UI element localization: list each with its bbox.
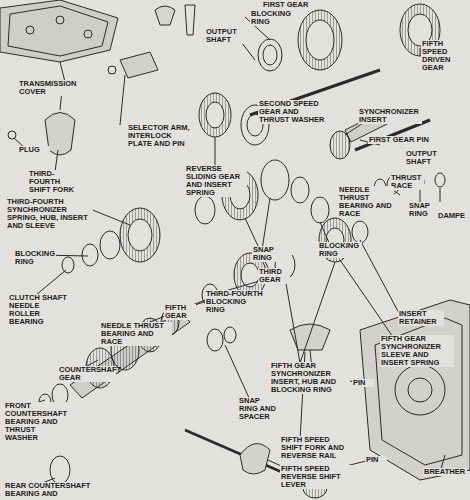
part-label: FIFTH SPEED REVERSE SHIFT LEVER — [280, 465, 352, 489]
part-label: OUTPUT SHAFT — [405, 150, 447, 166]
part-label: PLUG — [18, 146, 50, 154]
part-label: SELECTOR ARM, INTERLOCK PLATE AND PIN — [127, 124, 197, 148]
part-label: FIFTH SPEED SHIFT FORK AND REVERSE RAIL — [280, 436, 352, 460]
part-label: REAR COUNTERSHAFT BEARING AND — [4, 482, 126, 498]
part-label: PIN — [352, 379, 374, 387]
part-label: THIRD-FOURTH SHIFT FORK — [28, 170, 78, 194]
part-label: THIRD-FOURTH BLOCKING RING — [205, 290, 267, 314]
part-label: REVERSE SLIDING GEAR AND INSERT SPRING — [185, 165, 247, 197]
part-label: NEEDLE THRUST BEARING AND RACE — [100, 322, 172, 346]
part-label: THIRD-FOURTH SYNCHRONIZER SPRING, HUB, I… — [6, 198, 93, 230]
part-label: PIN — [365, 456, 387, 464]
part-label: COUNTERSHAFT GEAR — [58, 366, 116, 382]
part-label: DAMPE — [437, 212, 467, 220]
part-label: NEEDLE THRUST BEARING AND RACE — [338, 186, 394, 218]
part-label: SECOND SPEED GEAR AND THRUST WASHER — [258, 100, 330, 124]
part-label: SNAP RING AND SPACER — [238, 397, 280, 421]
part-label: CLUTCH SHAFT NEEDLE ROLLER BEARING — [8, 294, 70, 326]
part-label: FIRST GEAR PIN — [368, 136, 430, 144]
part-label: FIFTH GEAR — [164, 304, 196, 320]
part-label: SNAP RING — [252, 246, 292, 262]
part-label: TRANSMISSION COVER — [18, 80, 80, 96]
part-label: THIRD GEAR — [258, 268, 290, 284]
part-label: BLOCKING RING — [250, 10, 294, 26]
part-label: FIFTH GEAR SYNCHRONIZER SLEEVE AND INSER… — [380, 335, 454, 367]
part-label: FIFTH SPEED DRIVEN GEAR — [421, 40, 467, 72]
part-label: FIFTH GEAR SYNCHRONIZER INSERT, HUB AND … — [270, 362, 350, 394]
part-label: INSERT RETAINER — [398, 310, 444, 326]
part-label: FRONT COUNTERSHAFT BEARING AND THRUST WA… — [4, 402, 68, 442]
part-label: BLOCKING RING — [318, 242, 362, 258]
part-label: THRUST RACE — [390, 174, 424, 190]
part-label: BREATHER — [423, 468, 467, 476]
part-label: BLOCKING RING — [14, 250, 56, 266]
part-label: SYNCHRONIZER INSERT — [358, 108, 422, 124]
part-label: OUTPUT SHAFT — [205, 28, 247, 44]
part-label: FIRST GEAR — [262, 1, 319, 9]
